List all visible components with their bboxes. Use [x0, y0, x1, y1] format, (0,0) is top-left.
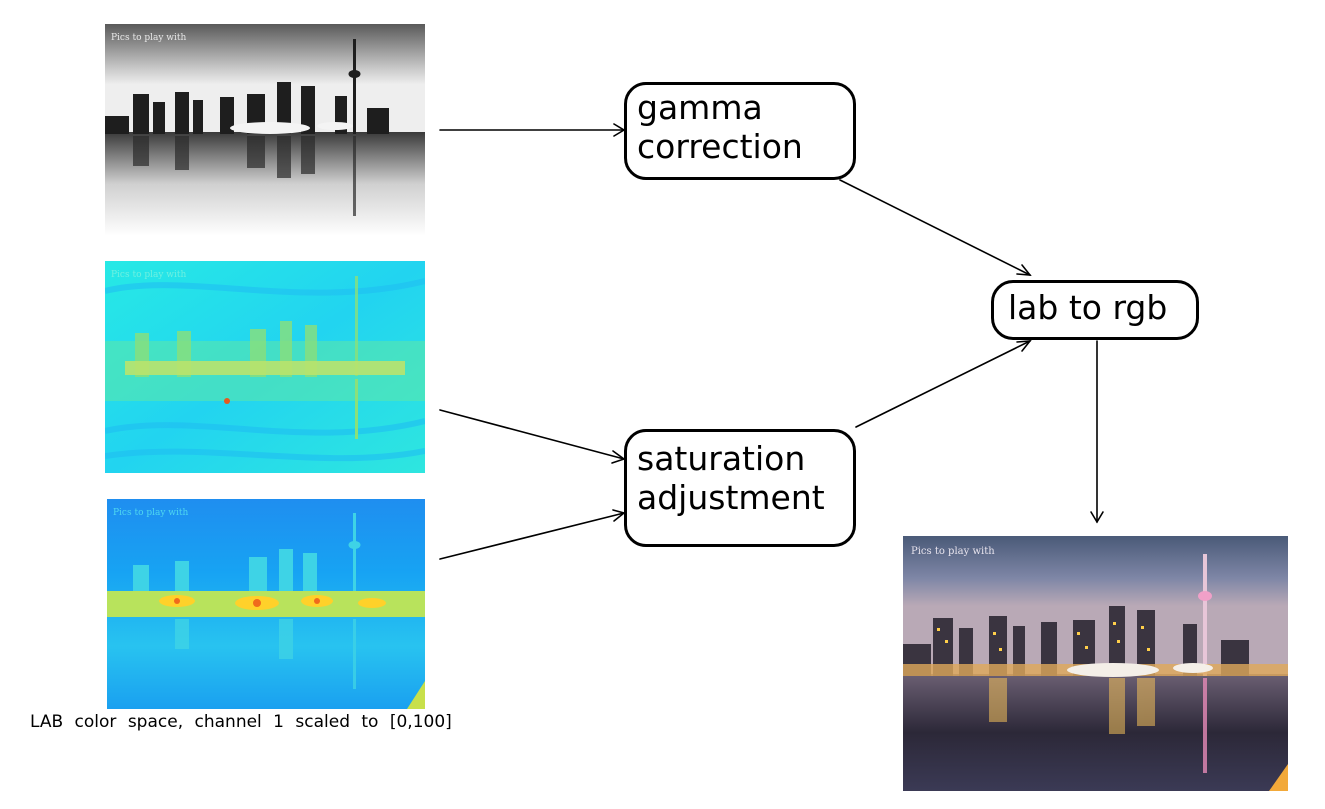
b-channel-image: Pics to play with	[107, 499, 425, 709]
edge-gamma-to-labrgb	[839, 179, 1032, 276]
output-image: Pics to play with	[903, 536, 1288, 791]
image-watermark: Pics to play with	[111, 270, 186, 280]
gamma-correction-node: gamma correction	[624, 82, 856, 180]
saturation-adjustment-node: saturation adjustment	[624, 429, 856, 547]
image-caption: LAB color space, channel 1 scaled to [0,…	[30, 712, 452, 732]
edge-labrgb-to-output	[1090, 340, 1104, 524]
edge-b-to-saturation	[439, 509, 626, 560]
edge-l-to-gamma	[439, 123, 626, 137]
edge-a-to-saturation	[439, 409, 626, 464]
image-watermark: Pics to play with	[111, 33, 186, 43]
image-watermark: Pics to play with	[911, 546, 995, 557]
lab-to-rgb-node: lab to rgb	[991, 280, 1199, 340]
l-channel-image: Pics to play with	[105, 24, 425, 236]
a-channel-image: Pics to play with	[105, 261, 425, 473]
edge-saturation-to-labrgb	[855, 340, 1032, 428]
image-watermark: Pics to play with	[113, 508, 188, 518]
